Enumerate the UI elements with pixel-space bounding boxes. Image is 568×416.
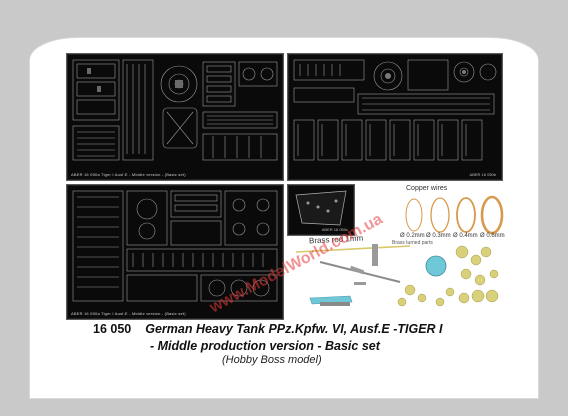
product-title-main: German Heavy Tank PPz.Kpfw. VI, Ausf.E -… (145, 322, 443, 336)
copper-wires-label: Copper wires (406, 185, 448, 192)
etch-parts-bottom-left (72, 190, 278, 302)
sheet-caption-top-left: ABER 16 050a Tiger I Ausf.E - Middle ver… (71, 172, 186, 177)
product-title-line2: - Middle production version - Basic set (150, 339, 380, 353)
etch-sheet-top-right: ABER 16 050b (287, 53, 503, 181)
wire-label-1: Ø 0.3mm (426, 233, 451, 239)
etch-sheet-small: ABER 16 050c (287, 184, 355, 236)
etch-parts-top-right (293, 59, 497, 161)
sheet-tag-top-right: ABER 16 050b (469, 172, 496, 177)
etch-fender-part (295, 190, 347, 226)
sheet-caption-bottom-left: ABER 16 050a Tiger I Ausf.E - Middle ver… (71, 311, 186, 316)
etch-sheet-bottom-left: ABER 16 050a Tiger I Ausf.E - Middle ver… (66, 184, 284, 320)
wire-label-2: Ø 0.4mm (453, 233, 478, 239)
product-title-line1: 16 050 German Heavy Tank PPz.Kpfw. VI, Au… (93, 322, 443, 336)
wire-label-0: Ø 0.2mm (400, 233, 425, 239)
wire-label-3: Ø 0.6mm (480, 233, 505, 239)
product-code: 16 050 (93, 322, 132, 336)
product-title-line3: (Hobby Boss model) (222, 354, 322, 366)
brass-and-resin-parts (295, 244, 499, 307)
sheet-tag-small: ABER 16 050c (321, 227, 348, 232)
copper-wire-coils (405, 195, 504, 235)
etch-sheet-top-left: ABER 16 050a Tiger I Ausf.E - Middle ver… (66, 53, 284, 181)
etch-parts-top-left (72, 59, 278, 161)
turned-parts-label: Brass turned parts (392, 240, 433, 246)
